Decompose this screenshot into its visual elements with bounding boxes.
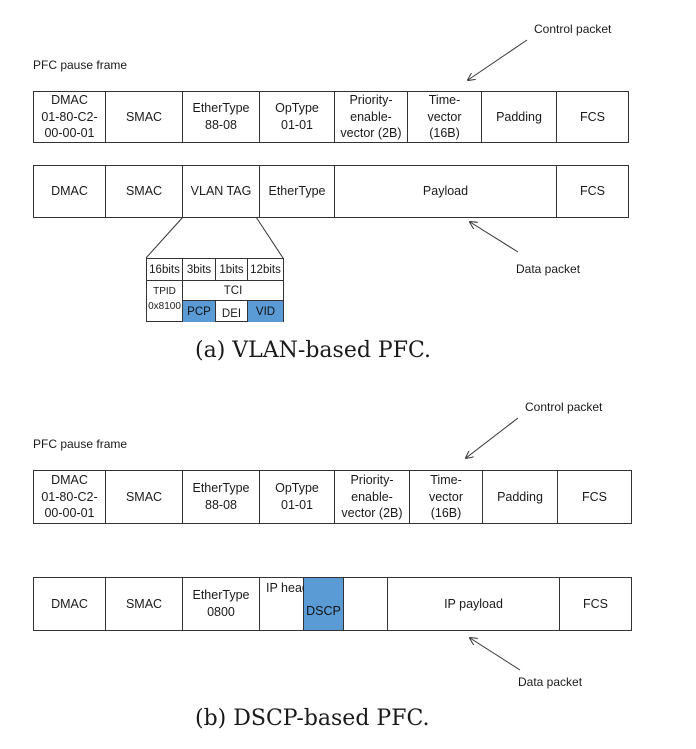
data-payload-field: Payload xyxy=(335,166,557,217)
pause-fcs-field: FCS xyxy=(582,489,607,504)
data-smac-field: SMAC xyxy=(106,578,183,630)
data-arrow-b xyxy=(470,638,521,671)
bits-pcp: 3bits xyxy=(183,259,216,280)
tpid-value: 0x8100 xyxy=(148,301,181,312)
data-frame-a: DMAC SMAC VLAN TAG EtherType Payload FCS xyxy=(33,165,629,218)
pause-time-vector-field: Time- vector (16B) xyxy=(410,471,483,523)
pause-dmac-field: DMAC 01-80-C2- 00-00-01 xyxy=(34,471,106,523)
pause-optype-field: OpType 01-01 xyxy=(260,92,335,142)
ip-header-field: IP header DSCP xyxy=(260,578,388,630)
vlan-tag-detail: 16bits 3bits 1bits 12bits TPID 0x8100 TC… xyxy=(146,258,284,322)
data-frame-b: DMAC SMAC EtherType 0800 IP header DSCP … xyxy=(33,577,632,631)
data-dmac-field: DMAC xyxy=(34,578,106,630)
data-packet-label-a: Data packet xyxy=(516,262,581,276)
pause-dmac-field: DMAC 01-80-C2- 00-00-01 xyxy=(34,92,106,142)
tci-label: TCI xyxy=(223,284,243,297)
data-smac-field: SMAC xyxy=(106,166,183,217)
bits-dei: 1bits xyxy=(216,259,248,280)
pause-optype-field: OpType 01-01 xyxy=(260,471,335,523)
pause-ethertype-field: EtherType 88-08 xyxy=(183,92,260,142)
control-packet-label-a: Control packet xyxy=(534,22,612,36)
pause-time-vector-field: Time- vector (16B) xyxy=(408,92,482,142)
data-ethertype-field: EtherType 0800 xyxy=(183,578,260,630)
pcp-field: PCP xyxy=(183,300,216,322)
pause-frame-title-b: PFC pause frame xyxy=(33,437,128,451)
data-ethertype-field: EtherType xyxy=(260,166,335,217)
pause-padding-field: Padding xyxy=(482,92,557,142)
data-vlan-tag-field: VLAN TAG xyxy=(183,166,260,217)
vlan-bits-row: 16bits 3bits 1bits 12bits xyxy=(147,259,283,281)
vlan-fields-row: TPID 0x8100 TCI PCP DEI VID xyxy=(147,281,283,322)
pause-priority-vector-field: Priority- enable- vector (2B) xyxy=(335,471,410,523)
data-fcs-field: FCS xyxy=(583,596,608,611)
tci-field: TCI PCP DEI VID xyxy=(183,281,283,322)
vlan-zoom-right xyxy=(255,216,284,259)
pause-priority-vector-field: Priority- enable- vector (2B) xyxy=(335,92,408,142)
data-arrow-a xyxy=(470,222,519,253)
caption-b: (b) DSCP-based PFC. xyxy=(195,706,430,731)
dscp-field: DSCP xyxy=(304,578,344,630)
tpid-label: TPID xyxy=(153,286,176,297)
pause-frame-b: DMAC 01-80-C2- 00-00-01 SMAC EtherType 8… xyxy=(33,470,632,524)
pause-frame-title-a: PFC pause frame xyxy=(33,58,128,72)
caption-a: (a) VLAN-based PFC. xyxy=(195,338,432,363)
pause-fcs-field: FCS xyxy=(580,109,605,124)
pause-padding-field: Padding xyxy=(483,471,558,523)
dei-field: DEI xyxy=(216,300,248,322)
tpid-field: TPID 0x8100 xyxy=(147,281,183,322)
control-arrow-a xyxy=(468,39,528,80)
vlan-zoom-left xyxy=(145,216,184,259)
pause-ethertype-field: EtherType 88-08 xyxy=(183,471,260,523)
dscp-label: DSCP xyxy=(306,604,341,619)
pause-frame-a: DMAC 01-80-C2- 00-00-01 SMAC EtherType 8… xyxy=(33,91,629,143)
control-packet-label-b: Control packet xyxy=(525,400,603,414)
bits-vid: 12bits xyxy=(250,263,281,276)
ip-payload-field: IP payload xyxy=(388,578,560,630)
data-dmac-field: DMAC xyxy=(34,166,106,217)
pause-smac-field: SMAC xyxy=(106,471,183,523)
vid-field: VID xyxy=(248,300,283,322)
data-fcs-field: FCS xyxy=(580,184,605,199)
pause-smac-field: SMAC xyxy=(106,92,183,142)
control-arrow-b xyxy=(466,417,519,458)
bits-tpid: 16bits xyxy=(147,259,183,280)
data-packet-label-b: Data packet xyxy=(518,675,583,689)
